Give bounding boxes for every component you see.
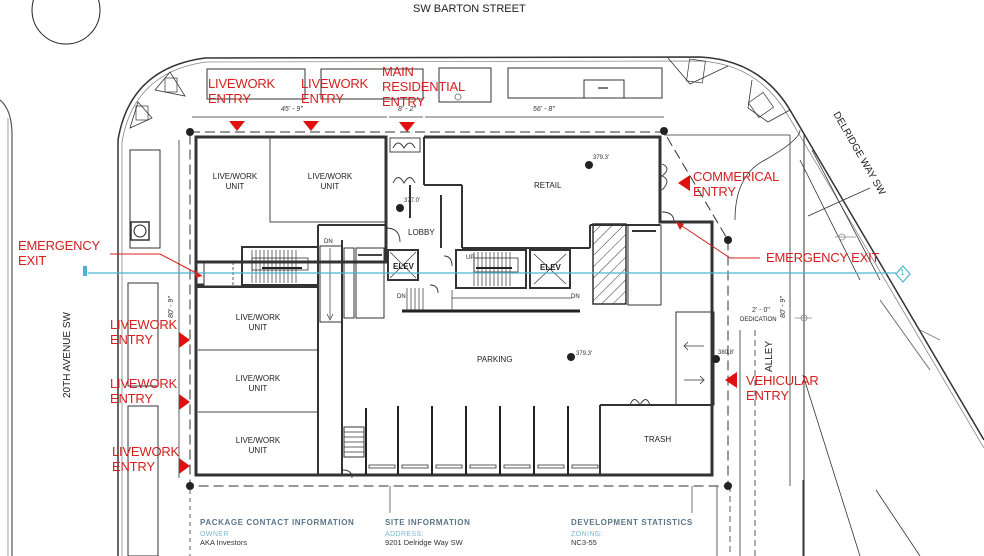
info-dev-heading: DEVELOPMENT STATISTICS <box>571 518 693 527</box>
stair-up-label: UP <box>466 255 475 261</box>
info-dev-key: ZONING: <box>571 531 603 538</box>
property-line <box>189 131 729 487</box>
elevator-2-label: ELEV <box>540 263 561 272</box>
annotation-emergency-exit: EMERGENCY EXIT <box>766 250 880 265</box>
elevation-parking: 379.3' <box>576 351 593 357</box>
info-contact-key: OWNER <box>200 531 229 538</box>
stair-dn-label: DN <box>397 294 406 300</box>
tree-circle <box>31 0 101 45</box>
dim-left: 80' - 9" <box>168 296 175 318</box>
alley-label: ALLEY <box>764 340 775 372</box>
planter <box>438 67 492 103</box>
grid-marker-label: 1 <box>900 268 905 277</box>
street-label-left: 20TH AVENUE SW <box>62 312 73 398</box>
elevator-1-label: ELEV <box>393 262 414 271</box>
info-contact-heading: PACKAGE CONTACT INFORMATION <box>200 518 355 527</box>
sidewalk-curb <box>117 56 984 556</box>
room-trash: TRASH <box>644 435 672 444</box>
stair-dn-label: DN <box>324 239 333 245</box>
info-contact-value: AKA Investors <box>200 538 248 547</box>
info-contact: PACKAGE CONTACT INFORMATION OWNER AKA In… <box>200 518 354 547</box>
elevation-retail: 379.3' <box>593 155 610 161</box>
entry-markers <box>179 121 737 474</box>
dim-right: 80' - 9" <box>780 296 787 318</box>
info-dev: DEVELOPMENT STATISTICS ZONING: NC3-55 <box>571 518 693 547</box>
planter <box>127 282 159 387</box>
dim-top-right: 56' - 8" <box>533 106 555 113</box>
dim-top-mid: 8' - 2" <box>398 106 416 113</box>
room-lobby: LOBBY <box>408 228 435 237</box>
info-dev-value: NC3-55 <box>571 538 597 547</box>
elevation-lobby: 377.0' <box>404 198 421 204</box>
info-site-heading: SITE INFORMATION <box>385 518 471 527</box>
dedication-label: DEDICATION <box>740 317 777 323</box>
dim-dedication: 2' - 0" <box>752 307 770 314</box>
room-retail: RETAIL <box>534 181 562 190</box>
elevation-alley: 380.8' <box>718 350 735 356</box>
info-site-key: ADDRESS: <box>385 531 424 538</box>
planter <box>320 68 424 100</box>
planter <box>206 68 306 100</box>
room-parking: PARKING <box>477 355 513 364</box>
left-curb <box>0 99 13 556</box>
info-site: SITE INFORMATION ADDRESS: 9201 Delridge … <box>385 518 470 547</box>
hatched-shaft <box>592 223 627 305</box>
dim-top-left: 45' - 9" <box>281 106 303 113</box>
planter <box>129 149 161 249</box>
stair-dn-label: DN <box>571 294 580 300</box>
street-label-top: SW BARTON STREET <box>413 3 526 15</box>
info-site-value: 9201 Delridge Way SW <box>385 538 463 547</box>
building-walls <box>194 135 714 477</box>
planter <box>507 67 663 99</box>
planter <box>127 405 159 556</box>
